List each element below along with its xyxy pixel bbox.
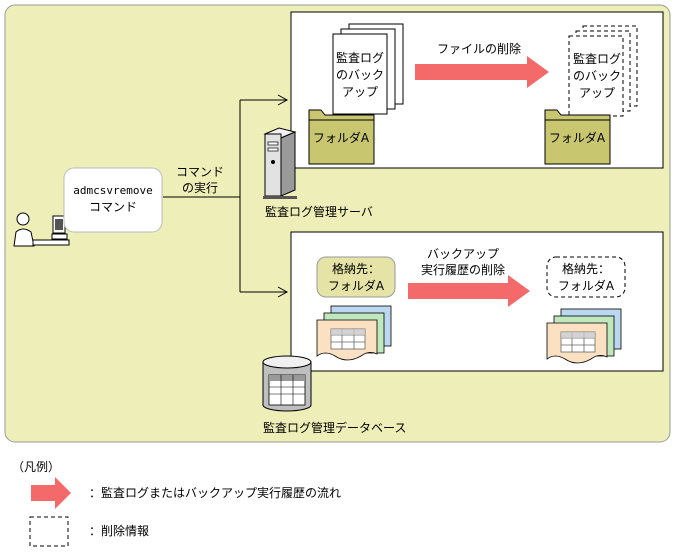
command-exec-label-1: コマンド	[176, 165, 224, 179]
history-delete-arrow	[408, 275, 530, 307]
history-records-after-icon	[546, 308, 622, 364]
database-icon	[262, 355, 312, 412]
database-label: 監査ログ管理データベース	[263, 420, 406, 435]
storage-location-box	[316, 256, 396, 298]
storage-location-text-2: フォルダA	[328, 278, 385, 293]
server-label: 監査ログ管理サーバ	[265, 204, 373, 219]
folder-icon	[308, 109, 375, 165]
command-connector	[163, 94, 289, 298]
deleted-log-backup-documents	[568, 25, 638, 117]
file-delete-label: ファイルの削除	[437, 41, 521, 56]
history-records-icon	[316, 305, 392, 361]
storage-location-text-1: 格納先：	[332, 261, 380, 276]
folder-after-label: フォルダA	[549, 130, 606, 145]
command-suffix: コマンド	[89, 200, 137, 214]
folder-after-icon	[544, 109, 611, 165]
legend-title: （凡例）	[12, 460, 60, 474]
log-backup-documents	[332, 23, 404, 115]
legend-deleted-box	[29, 516, 69, 547]
deleted-log-backup-text-3: アップ	[579, 86, 615, 100]
legend-flow-text: ：監査ログまたはバックアップ実行履歴の流れ	[89, 485, 341, 500]
deleted-log-backup-text-2: のバック	[573, 69, 621, 83]
command-box	[63, 167, 163, 233]
deleted-log-backup-text-1: 監査ログ	[573, 51, 621, 66]
log-backup-text-3: アップ	[342, 85, 378, 99]
log-backup-text-1: 監査ログ	[336, 50, 384, 65]
history-delete-label-1: バックアップ	[427, 247, 499, 261]
command-name: admcsvremove	[73, 184, 152, 197]
server-icon	[263, 127, 297, 199]
legend-deleted-text: ：削除情報	[89, 523, 149, 538]
history-delete-label-2: 実行履歴の削除	[421, 262, 505, 277]
folder-label: フォルダA	[313, 130, 370, 145]
legend-flow-arrow	[31, 477, 71, 509]
user-terminal-icon	[13, 212, 70, 247]
log-backup-text-2: のバック	[336, 68, 384, 82]
deleted-storage-location-text-1: 格納先：	[562, 261, 610, 276]
command-exec-label-2: の実行	[182, 180, 218, 195]
deleted-storage-location-text-2: フォルダA	[558, 278, 615, 293]
file-delete-arrow	[415, 56, 549, 88]
deleted-storage-location-box	[546, 256, 626, 298]
